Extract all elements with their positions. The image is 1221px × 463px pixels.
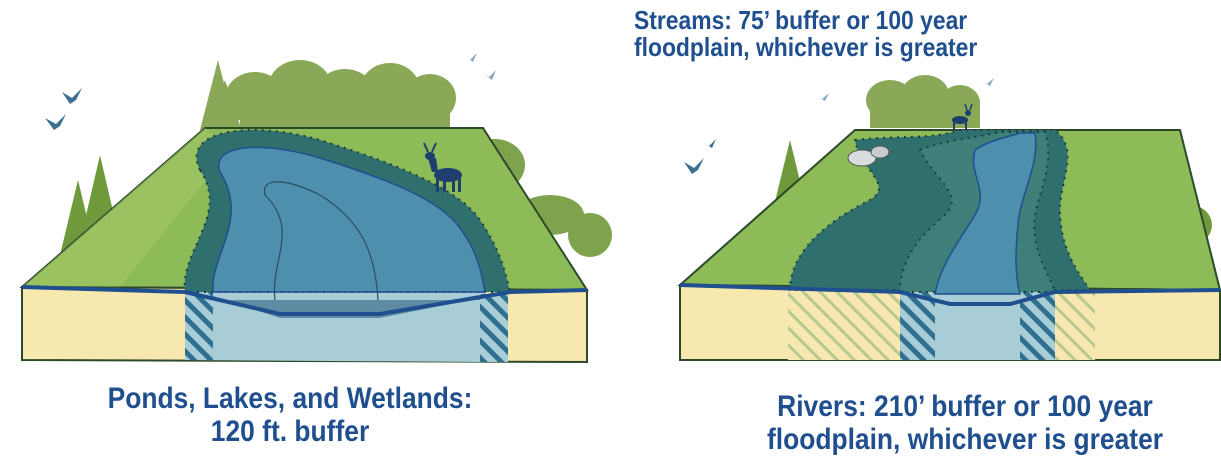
pond-water: [212, 146, 486, 293]
rivers-caption-line2: floodplain, whichever is greater: [766, 423, 1164, 456]
buffer-hatch-right: [480, 294, 508, 362]
bird-icon: [463, 53, 496, 80]
ponds-caption-line1: Ponds, Lakes, and Wetlands:: [107, 382, 473, 415]
tree-icon: [200, 60, 456, 140]
deer-icon: [952, 103, 973, 130]
tree-icon: [866, 75, 980, 128]
river-water: [934, 132, 1037, 295]
bird-icon: [815, 78, 994, 101]
buffer-hatch-right: [1020, 292, 1055, 360]
streams-caption-line1: Streams: 75’ buffer or 100 year: [634, 5, 968, 35]
rivers-caption-line1: Rivers: 210’ buffer or 100 year: [777, 390, 1153, 423]
river-panel: [677, 75, 1221, 361]
rock-icon: [847, 145, 890, 167]
ponds-caption: Ponds, Lakes, and Wetlands: 120 ft. buff…: [88, 382, 493, 448]
bird-icon: [684, 139, 716, 174]
deer-icon: [423, 142, 462, 192]
streams-caption: Streams: 75’ buffer or 100 year floodpla…: [634, 7, 986, 61]
rivers-caption: Rivers: 210’ buffer or 100 year floodpla…: [736, 390, 1194, 456]
bird-icon: [45, 88, 82, 130]
ponds-caption-line2: 120 ft. buffer: [210, 415, 370, 448]
streams-caption-line2: floodplain, whichever is greater: [634, 32, 978, 62]
buffer-hatch-left: [900, 292, 935, 360]
pond-panel: [19, 53, 612, 364]
buffer-hatch-left: [185, 292, 213, 360]
